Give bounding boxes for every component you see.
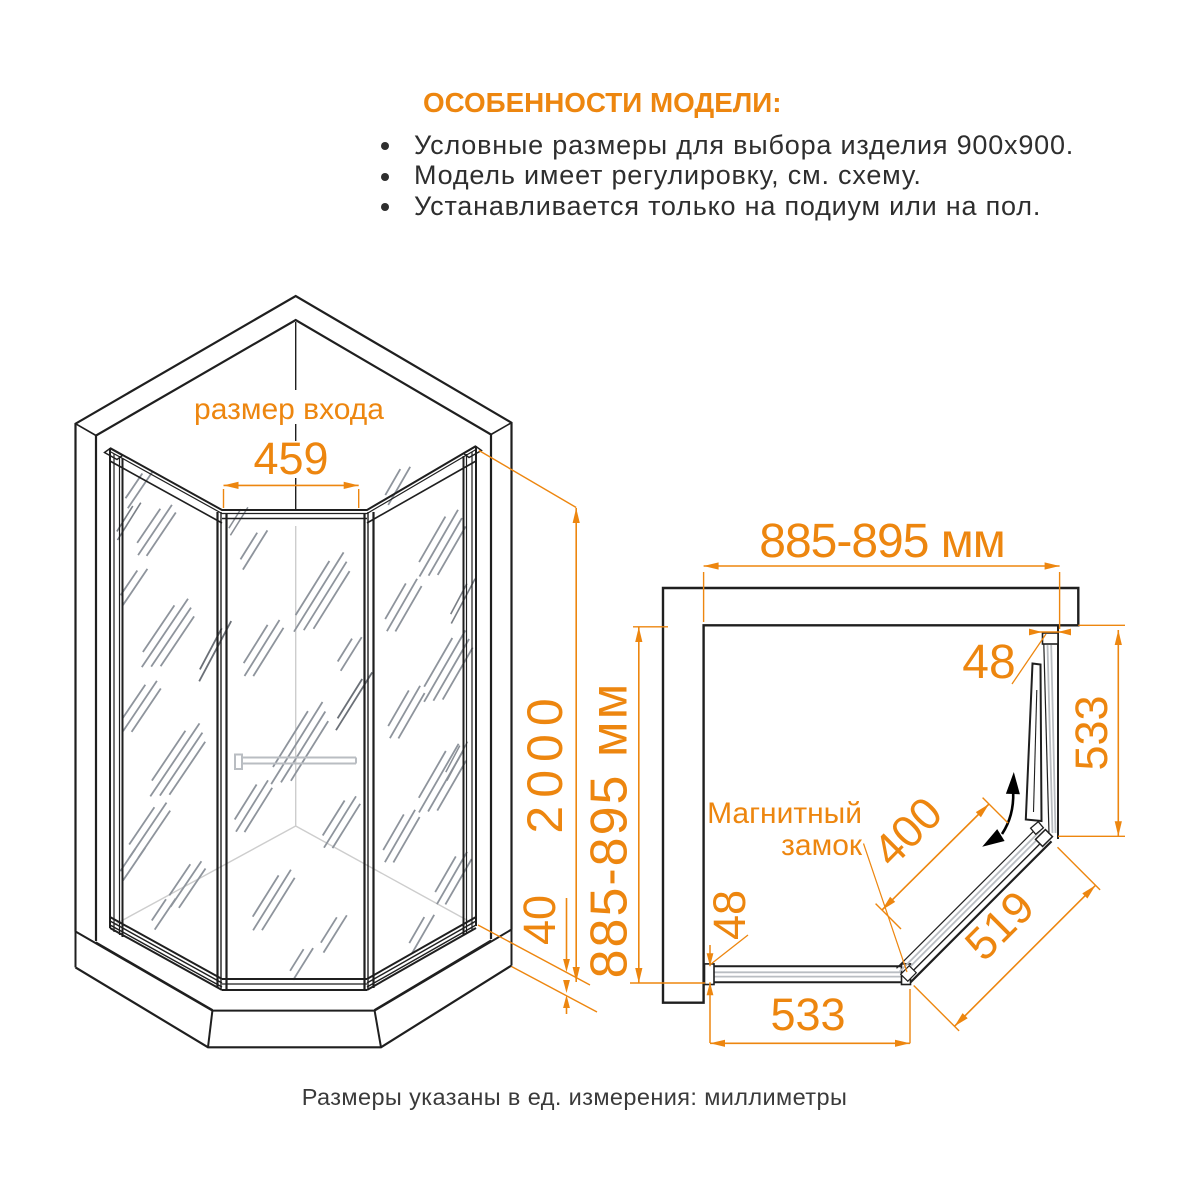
svg-text:2000: 2000 <box>517 690 573 833</box>
svg-text:400: 400 <box>863 787 952 876</box>
svg-text:40: 40 <box>514 895 565 945</box>
svg-text:519: 519 <box>955 881 1044 970</box>
svg-text:Магнитный: Магнитный <box>707 797 862 830</box>
svg-text:885-895 мм: 885-895 мм <box>581 682 639 979</box>
svg-text:замок: замок <box>781 829 863 862</box>
svg-text:48: 48 <box>962 636 1015 689</box>
svg-text:459: 459 <box>253 433 328 484</box>
svg-text:533: 533 <box>1066 695 1117 770</box>
svg-text:размер входа: размер входа <box>194 393 384 426</box>
svg-text:885-895 мм: 885-895 мм <box>759 515 1005 568</box>
svg-text:48: 48 <box>704 890 755 940</box>
svg-text:533: 533 <box>770 989 845 1040</box>
